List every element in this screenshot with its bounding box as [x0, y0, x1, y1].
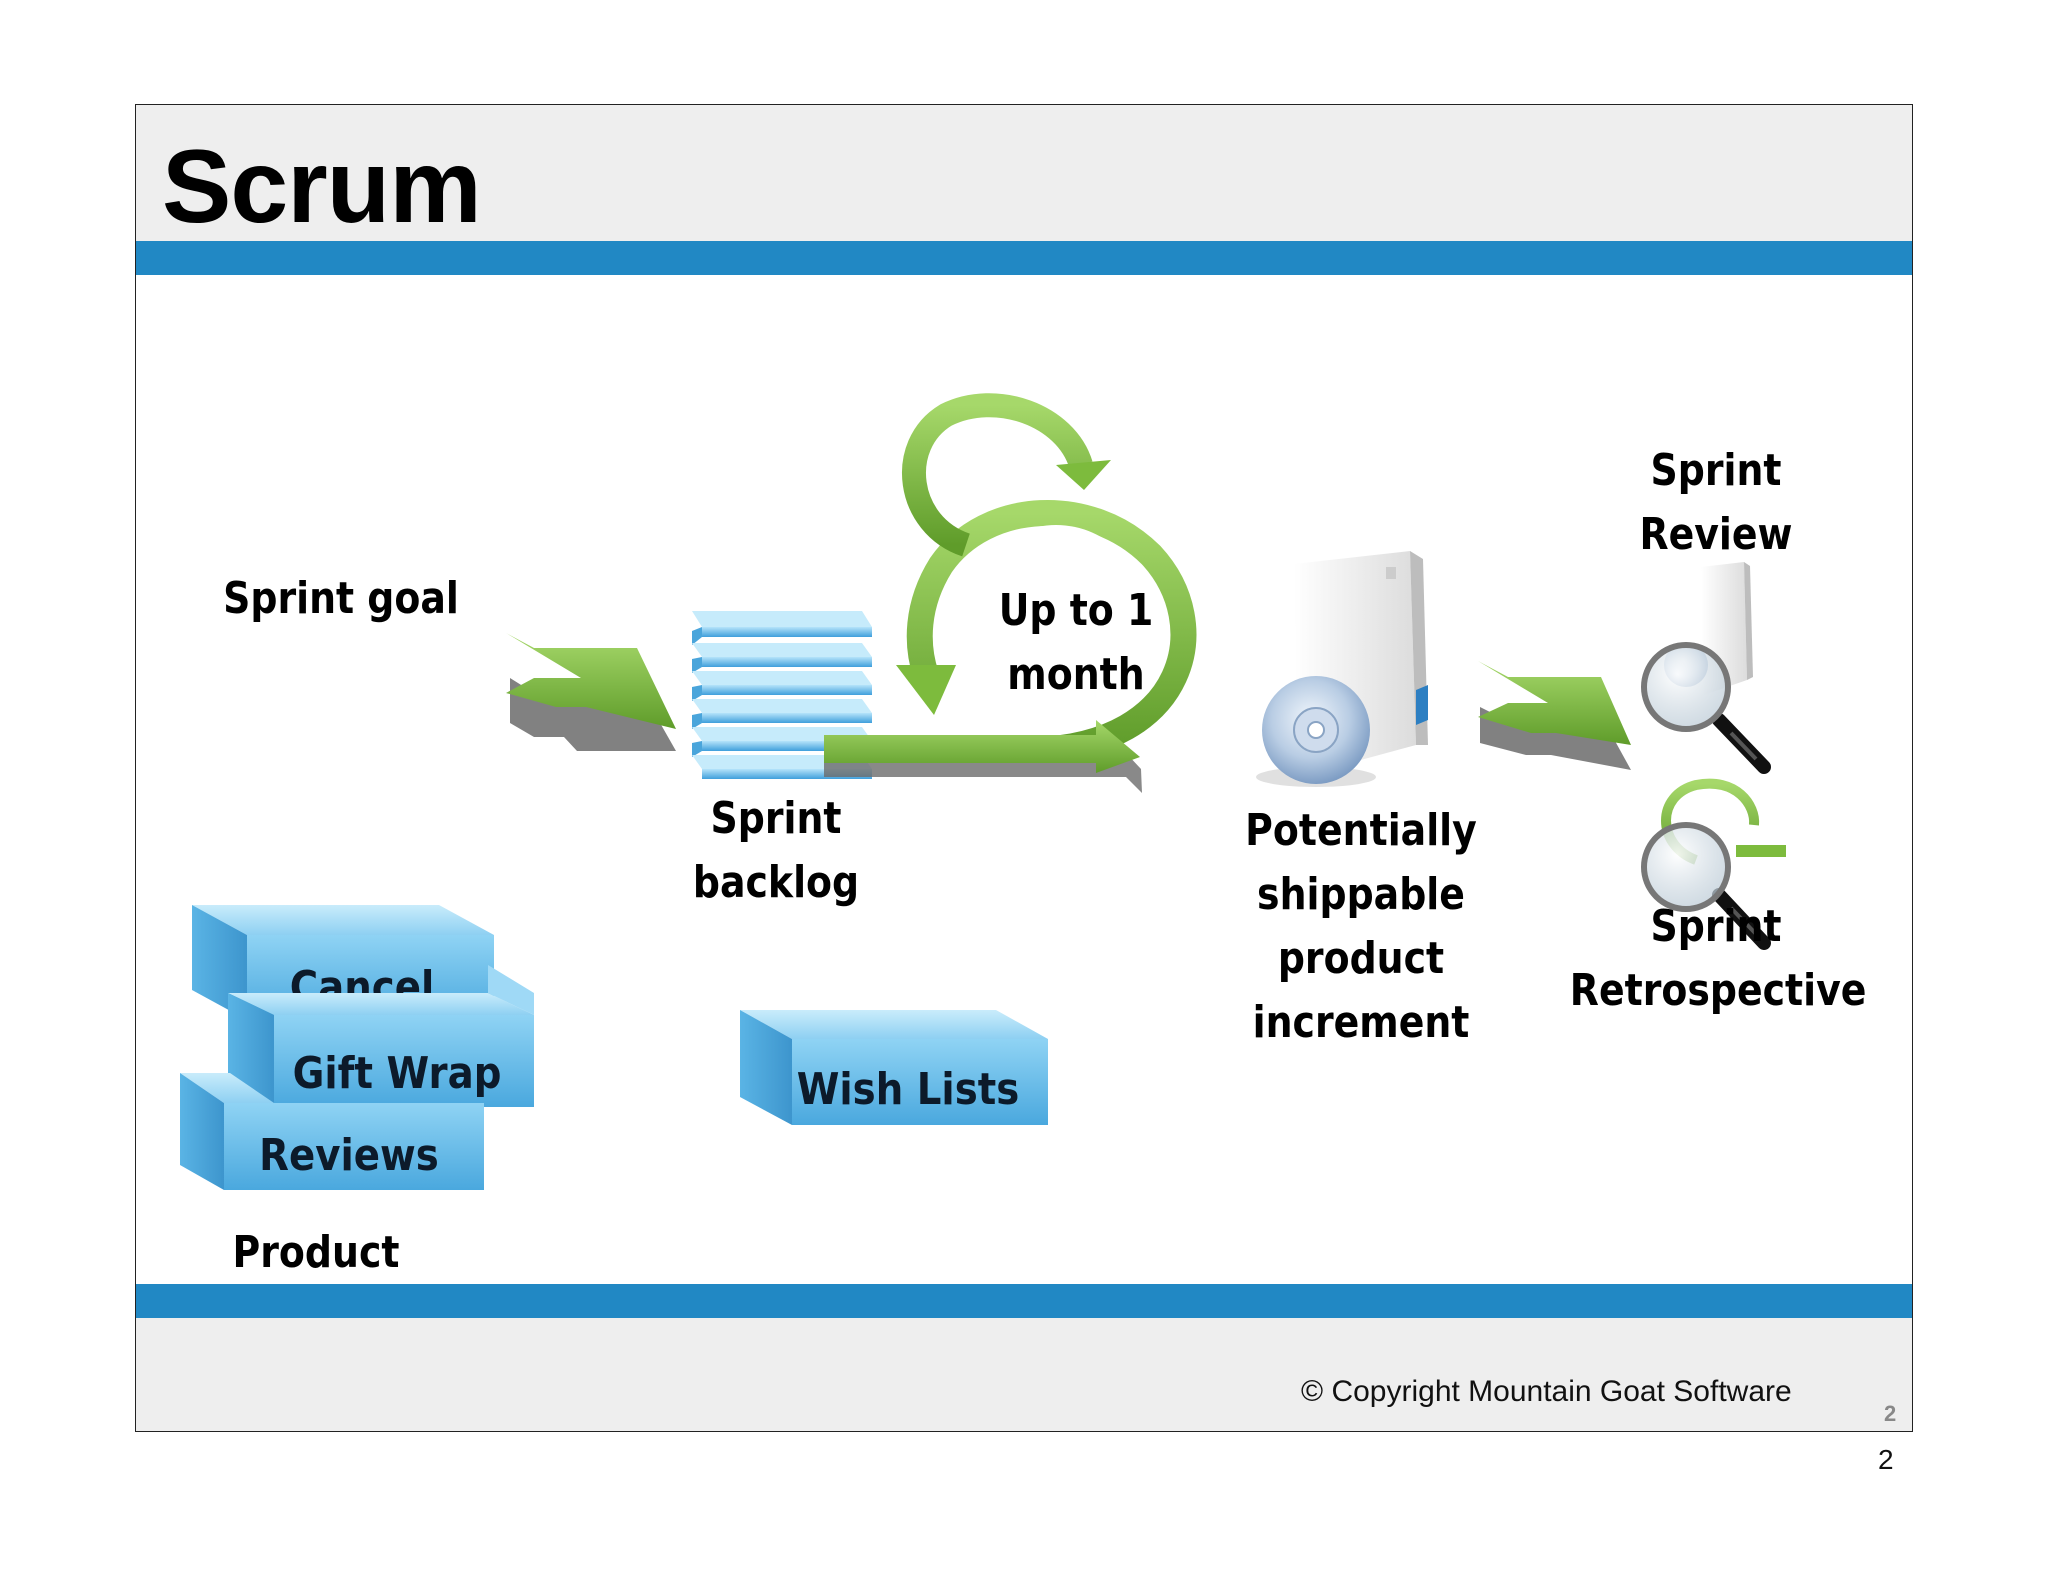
sprint-backlog-label: Sprint backlog [692, 793, 860, 908]
cycle-duration-label: Up to 1 month [998, 585, 1154, 700]
slide: Scrum [135, 104, 1913, 1432]
bottom-accent-bar [136, 1284, 1912, 1318]
review-arrow [1478, 661, 1631, 770]
slide-number: 2 [1884, 1401, 1897, 1426]
slide-title: Scrum [162, 129, 482, 245]
reviews-box-label: Reviews [259, 1130, 439, 1181]
page-number: 2 [1878, 1444, 1894, 1475]
sprint-retrospective-label: Sprint Retrospective [1569, 901, 1867, 1016]
product-box-icon [1256, 551, 1428, 787]
copyright-text: © Copyright Mountain Goat Software [1301, 1375, 1792, 1408]
sprint-retrospective-icon [1641, 778, 1786, 950]
increment-label: Potentially shippable product increment [1245, 805, 1477, 1048]
gift-wrap-box-label: Gift Wrap [293, 1048, 502, 1099]
backlog-box-reviews: Reviews [180, 1073, 484, 1190]
goal-arrow [506, 633, 676, 751]
footer-band [136, 1318, 1912, 1431]
backlog-box-gift-wrap: Gift Wrap [228, 965, 534, 1107]
title-band [136, 105, 1912, 241]
sprint-review-icon [1641, 562, 1771, 774]
sprint-cycle-arrow [824, 393, 1197, 793]
backlog-box-wish-lists: Wish Lists [740, 1010, 1048, 1125]
sprint-goal-label: Sprint goal [223, 573, 459, 624]
sprint-review-label: Sprint Review [1639, 445, 1793, 560]
top-accent-bar [136, 241, 1912, 275]
scrum-diagram: Cancel Gift Wrap Reviews Wish Lists [180, 393, 1786, 1190]
wish-lists-box-label: Wish Lists [797, 1064, 1020, 1115]
